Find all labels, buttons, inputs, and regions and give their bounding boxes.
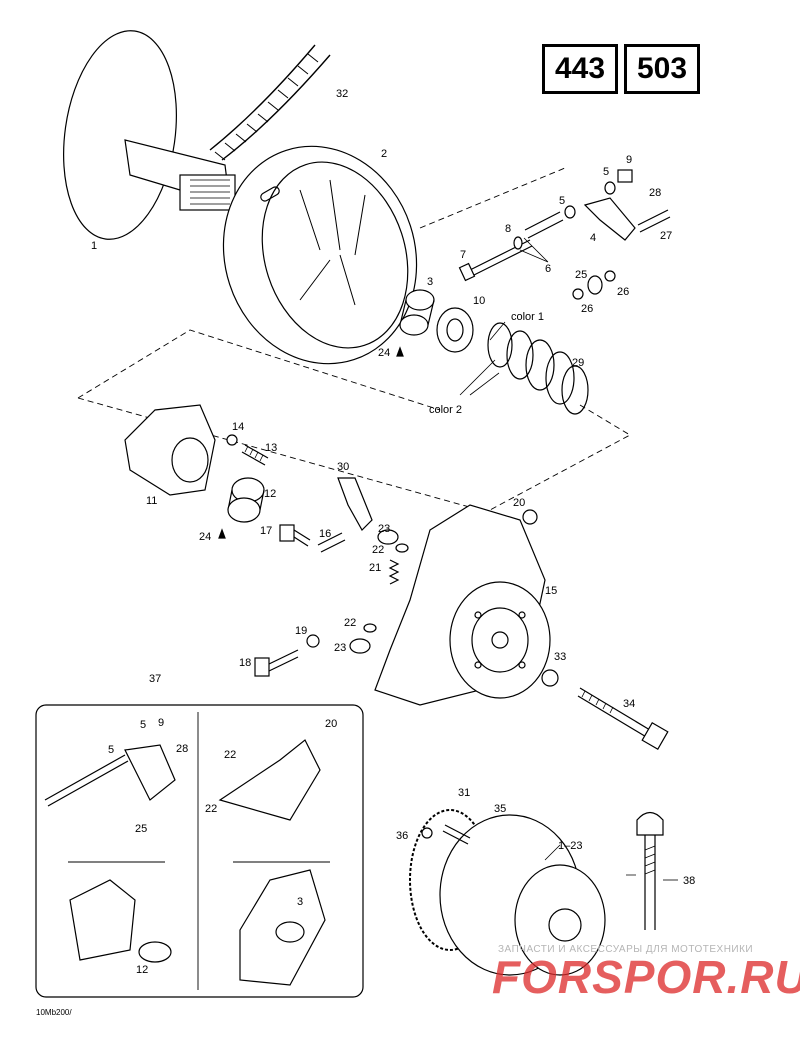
part-4-cam-arm <box>583 197 636 241</box>
part-33-washer <box>541 669 559 687</box>
part-25-roller <box>587 275 603 295</box>
label-part-22a: 22 <box>372 544 384 556</box>
part-10-seal <box>436 307 474 353</box>
part-15-spider-hub <box>374 504 551 706</box>
label-color-1: color 1 <box>511 311 544 323</box>
label-part-23a: 23 <box>378 523 390 535</box>
part-11-governor-cup <box>124 404 216 496</box>
label-part-2: 2 <box>381 148 387 160</box>
part-38-long-bolt <box>636 811 678 930</box>
label-part-24b: 24 <box>199 531 211 543</box>
label-part-33: 33 <box>554 651 566 663</box>
part-1-fixed-sheave <box>63 30 236 240</box>
label-part-25: 25 <box>575 269 587 281</box>
label-part-10: 10 <box>473 295 485 307</box>
label-part-17: 17 <box>260 525 272 537</box>
label-part-35: 35 <box>494 803 506 815</box>
label-part-22b: 22 <box>344 617 356 629</box>
part-6-sleeve <box>524 211 564 239</box>
inset-label-part-25: 25 <box>135 823 147 835</box>
label-part-32: 32 <box>336 88 348 100</box>
label-part-23b: 23 <box>334 642 346 654</box>
watermark-logo: FORSPOR.RU <box>492 951 800 1003</box>
label-part-26a: 26 <box>617 286 629 298</box>
inset-label-part-20: 20 <box>325 718 337 730</box>
label-part-29: 29 <box>572 357 584 369</box>
part-17-screw <box>279 524 311 547</box>
label-part-16: 16 <box>319 528 331 540</box>
label-part-18: 18 <box>239 657 251 669</box>
part-26-clip <box>572 270 616 300</box>
label-part-31: 31 <box>458 787 470 799</box>
part-22-washer <box>363 543 409 633</box>
label-part-11: 11 <box>146 495 157 507</box>
model-number-box: 503 <box>624 44 700 94</box>
part-3-bushing <box>399 289 435 336</box>
inset-label-part-28: 28 <box>176 743 188 755</box>
label-part-36: 36 <box>396 830 408 842</box>
model-number-box: 443 <box>542 44 618 94</box>
inset-label-part-5a: 5 <box>140 719 146 731</box>
part-24-grease-mark <box>218 346 404 539</box>
part-9-nut <box>617 169 633 183</box>
watermark-text: ЗАПЧАСТИ И АКСЕССУАРЫ ДЛЯ МОТОТЕХНИКИ <box>498 944 754 955</box>
part-37-kit-inset <box>35 704 364 998</box>
part-5-washer <box>564 181 616 219</box>
footer-code: 10Mb200/ <box>36 1008 72 1017</box>
label-part-20: 20 <box>513 497 525 509</box>
part-20-nut <box>522 509 538 525</box>
part-23-roller <box>349 529 399 654</box>
label-part-5b: 5 <box>603 166 609 178</box>
label-part-5a: 5 <box>559 195 565 207</box>
label-part-8: 8 <box>505 223 511 235</box>
inset-label-part-22a: 22 <box>224 749 236 761</box>
part-27-pin <box>637 209 671 233</box>
label-part-12: 12 <box>264 488 276 500</box>
part-19-washer <box>306 634 320 648</box>
label-part-14: 14 <box>232 421 244 433</box>
part-13-screw <box>241 444 269 466</box>
label-color-2: color 2 <box>429 404 462 416</box>
part-16-pin <box>317 532 346 553</box>
inset-label-part-3: 3 <box>297 896 303 908</box>
inset-label-part-22b: 22 <box>205 803 217 815</box>
part-14-washer <box>226 434 238 446</box>
part-32-drive-belt <box>209 44 331 161</box>
label-part-34: 34 <box>623 698 635 710</box>
part-31-screw <box>442 824 471 845</box>
label-part-15: 15 <box>545 585 557 597</box>
label-part-24a: 24 <box>378 347 390 359</box>
part-29-spring <box>487 322 589 415</box>
label-part-1: 1 <box>91 240 97 252</box>
part-34-bolt <box>577 687 669 750</box>
label-part-3: 3 <box>427 276 433 288</box>
label-part-30: 30 <box>337 461 349 473</box>
part-30-lever <box>337 477 373 531</box>
label-part-27: 27 <box>660 230 672 242</box>
label-part-7: 7 <box>460 249 466 261</box>
part-8-washer <box>513 236 523 250</box>
label-part-28: 28 <box>649 187 661 199</box>
label-part-6: 6 <box>545 263 551 275</box>
part-2-sliding-sheave <box>222 145 418 365</box>
inset-label-part-9: 9 <box>158 717 164 729</box>
part-36-nut <box>421 827 433 839</box>
label-part-26b: 26 <box>581 303 593 315</box>
inset-label-part-12: 12 <box>136 964 148 976</box>
label-part-4: 4 <box>590 232 596 244</box>
label-part-9: 9 <box>626 154 632 166</box>
label-part-21: 21 <box>369 562 381 574</box>
part-21-spring <box>388 559 400 585</box>
label-part-13: 13 <box>265 442 277 454</box>
label-part-1-23: 1–23 <box>558 840 582 852</box>
label-part-38: 38 <box>683 875 695 887</box>
label-part-37: 37 <box>149 673 161 685</box>
part-18-bolt <box>254 649 299 677</box>
inset-label-part-5b: 5 <box>108 744 114 756</box>
assembly-1-23-clutch <box>439 814 606 976</box>
label-part-19: 19 <box>295 625 307 637</box>
part-12-bushing <box>227 477 265 523</box>
